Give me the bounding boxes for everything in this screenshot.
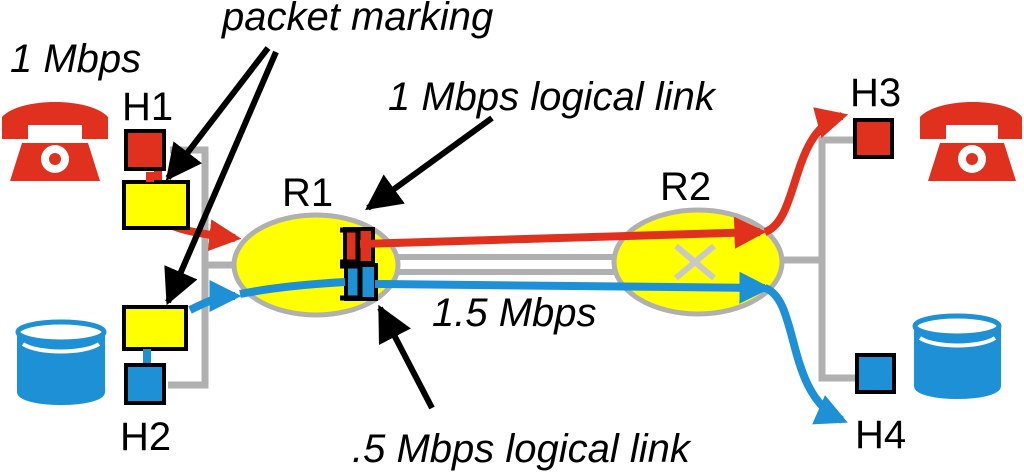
label-r2: R2 xyxy=(660,165,711,209)
blue-flow-to-h4 xyxy=(763,284,848,425)
host-h3[interactable] xyxy=(853,118,894,159)
label-rate-1mbps: 1 Mbps xyxy=(10,37,141,81)
label-h2: H2 xyxy=(120,415,171,459)
blue-flow-to-r1 xyxy=(188,280,242,314)
red-flow-to-h3 xyxy=(763,107,849,236)
database-icon xyxy=(15,319,107,405)
label-packet-marking: packet marking xyxy=(221,0,493,39)
blue-flow-r1-inner xyxy=(239,278,346,298)
red-flow-core xyxy=(359,216,767,249)
r1-blue-queue xyxy=(340,263,378,301)
annotation-arrows xyxy=(164,46,494,410)
marker-h2[interactable] xyxy=(122,305,188,351)
label-rate-1-5mbps: 1.5 Mbps xyxy=(432,291,597,335)
host-h4[interactable] xyxy=(855,353,896,394)
label-h3: H3 xyxy=(850,71,901,115)
label-h4: H4 xyxy=(855,413,906,457)
blue-flow-core xyxy=(374,271,772,304)
host-h2[interactable] xyxy=(124,363,166,405)
database-icon xyxy=(912,313,1002,399)
label-logical-link-1mbps: 1 Mbps logical link xyxy=(388,75,717,119)
label-h1: H1 xyxy=(122,85,173,129)
host-h1[interactable] xyxy=(124,129,166,171)
marker-h1[interactable] xyxy=(122,180,190,230)
right-bus xyxy=(780,136,862,382)
core-link xyxy=(395,254,625,275)
telephone-icon xyxy=(2,102,108,181)
label-r1: R1 xyxy=(282,171,333,215)
label-logical-link-05mbps: .5 Mbps logical link xyxy=(352,427,692,471)
router-r2-switch-icon xyxy=(674,243,716,281)
telephone-icon xyxy=(920,102,1022,181)
